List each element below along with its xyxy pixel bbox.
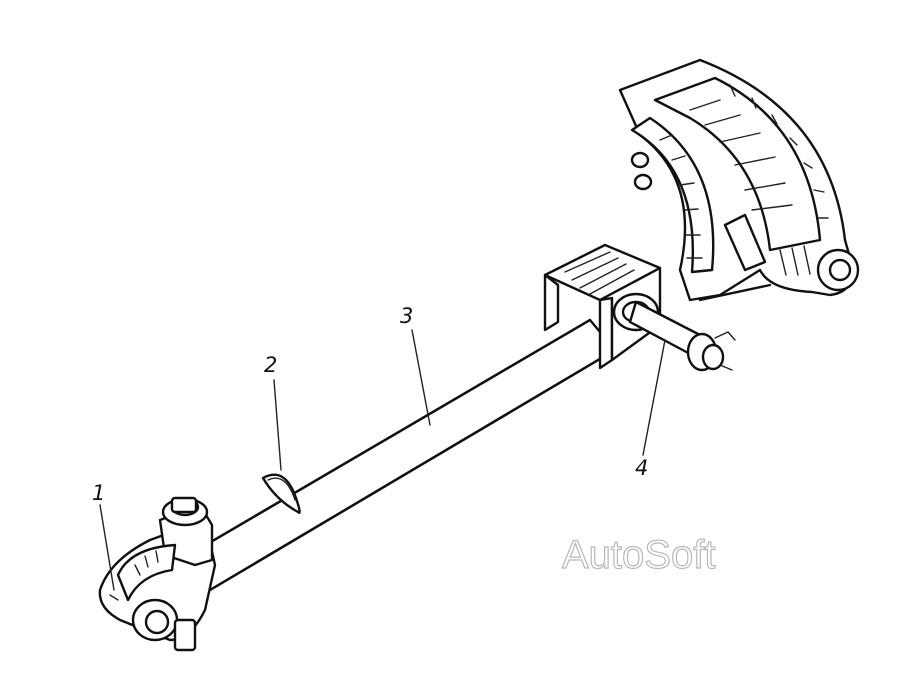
pin-part-4 (628, 300, 736, 372)
watermark: AutoSoft (562, 533, 715, 577)
callout-4: 4 (635, 456, 648, 480)
curved-bracket-housing (618, 58, 860, 302)
tube-part-3 (178, 318, 617, 592)
callout-2: 2 (264, 353, 277, 377)
leader-lines (99, 329, 666, 591)
left-end-joint (98, 496, 217, 652)
collar-part-2 (261, 473, 301, 514)
callout-1: 1 (92, 481, 105, 505)
callout-3: 3 (400, 304, 413, 328)
